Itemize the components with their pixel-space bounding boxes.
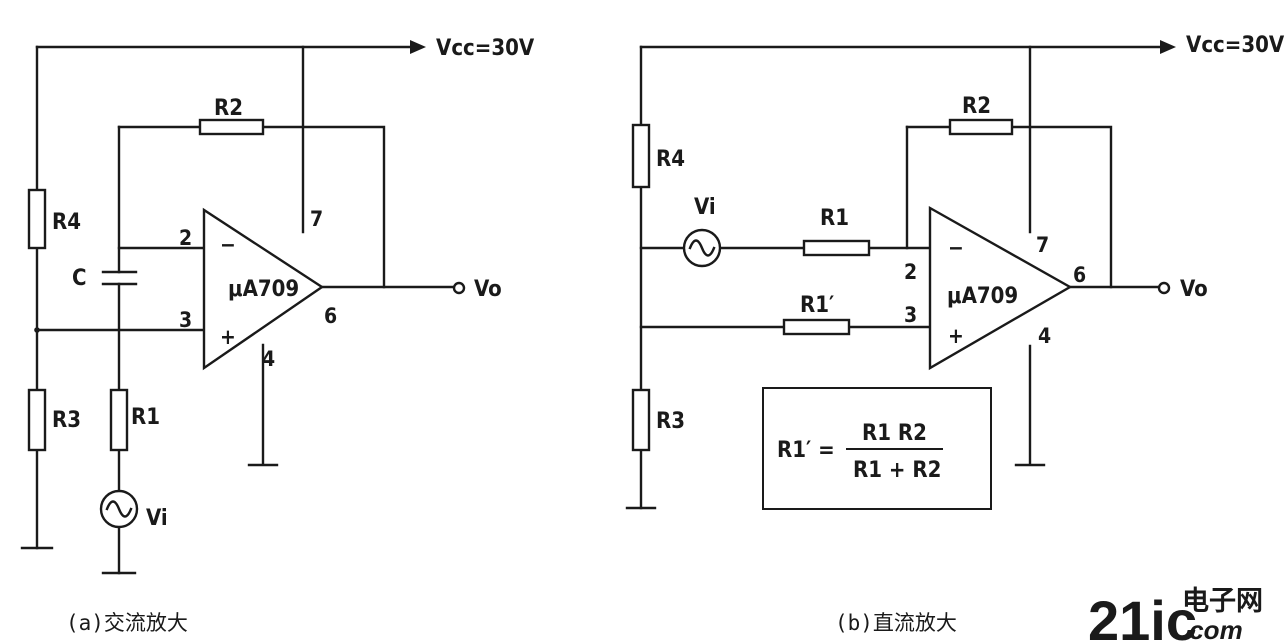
watermark-domain: .com	[1182, 615, 1243, 641]
capacitor-c-a	[101, 270, 138, 286]
pin-3-label-a: 3	[179, 308, 192, 332]
watermark-logo: 21ic 电子网 .com	[1088, 586, 1263, 641]
opamp-b	[928, 205, 1073, 371]
supply-label-a: Vcc=30V	[436, 36, 535, 61]
resistor-r1prime-b	[782, 318, 851, 336]
output-terminal-b	[1157, 281, 1171, 295]
supply-label-b: Vcc=30V	[1186, 33, 1285, 58]
r3-label-b: R3	[656, 409, 685, 434]
r3-label-a: R3	[52, 408, 81, 433]
pin-2-label-a: 2	[179, 226, 192, 250]
caption-a: (a)交流放大	[66, 611, 188, 635]
pin-3-label-b: 3	[904, 303, 917, 327]
capacitor-label-a: C	[72, 266, 87, 291]
source-label-a: Vi	[146, 506, 168, 531]
ac-source-b	[682, 228, 722, 268]
watermark-brand: 21ic	[1088, 589, 1197, 641]
pin-7-label-b: 7	[1036, 233, 1049, 257]
resistor-r4-b	[631, 123, 651, 189]
pin-6-label-b: 6	[1073, 263, 1086, 287]
opamp-label-b: μA709	[947, 284, 1018, 309]
circuit-a-wires	[20, 45, 457, 575]
formula-numerator: R1 R2	[862, 421, 927, 446]
pin-4-label-b: 4	[1038, 324, 1051, 348]
output-label-a: Vo	[474, 277, 502, 302]
circuit-b-wires	[625, 45, 1162, 510]
pin-7-label-a: 7	[310, 207, 323, 231]
r2-label-b: R2	[962, 94, 991, 119]
resistor-r2-b	[948, 118, 1014, 136]
formula-denominator: R1 + R2	[853, 458, 941, 483]
ac-source-a	[99, 489, 139, 529]
r4-label-a: R4	[52, 210, 81, 235]
circuit-a: Vcc=30V R2 R4 R3 R1 C μA709 2 3 6 7 4 − …	[20, 36, 535, 635]
watermark-cn: 电子网	[1182, 586, 1263, 616]
source-label-b: Vi	[694, 195, 716, 220]
r1-label-b: R1	[820, 206, 849, 231]
pin-4-label-a: 4	[262, 347, 275, 371]
resistor-r3-b	[631, 388, 651, 452]
junction-dot-a	[34, 327, 40, 333]
r2-label-a: R2	[214, 96, 243, 121]
supply-arrow-b	[1160, 40, 1176, 54]
r4-label-b: R4	[656, 147, 685, 172]
plus-sign-b: +	[948, 324, 964, 348]
pin-6-label-a: 6	[324, 304, 337, 328]
pin-2-label-b: 2	[904, 260, 917, 284]
resistor-r1-b	[802, 239, 871, 257]
resistor-r1-a	[109, 388, 129, 452]
formula-lhs: R1′ =	[777, 438, 835, 463]
circuit-b: Vcc=30V R2 R4 R3 R1 R1′ μA709 2 3 6 7 4 …	[625, 33, 1285, 635]
r1prime-label-b: R1′	[800, 293, 834, 318]
minus-sign-b: −	[948, 236, 964, 260]
minus-sign-a: −	[220, 233, 236, 257]
output-terminal-a	[452, 281, 466, 295]
formula-box: R1′ = R1 R2 R1 + R2	[762, 387, 992, 510]
resistor-r3-a	[27, 388, 47, 452]
output-label-b: Vo	[1180, 277, 1208, 302]
resistor-r4-a	[27, 188, 47, 250]
r1-label-a: R1	[131, 405, 160, 430]
plus-sign-a: +	[220, 325, 236, 349]
resistor-r2-a	[198, 118, 265, 136]
caption-b: (b)直流放大	[835, 611, 957, 635]
opamp-label-a: μA709	[228, 277, 299, 302]
supply-arrow-a	[410, 40, 426, 54]
opamp-a	[202, 207, 325, 371]
